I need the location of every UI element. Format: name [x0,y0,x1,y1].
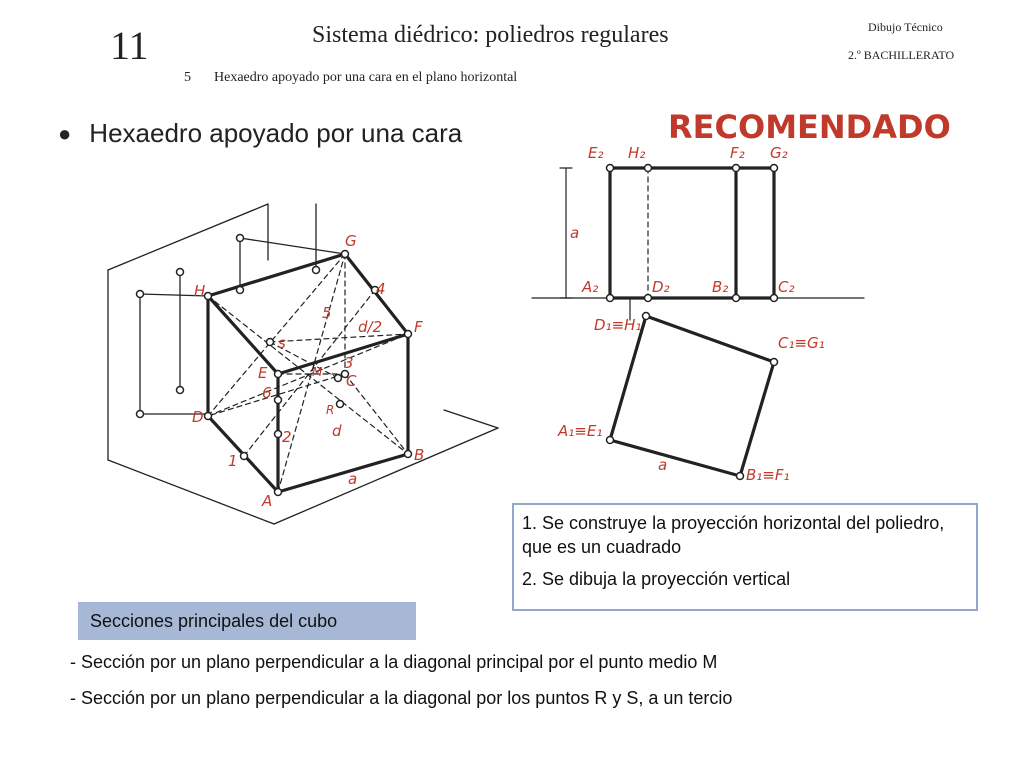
label-iso-d-half: d/2 [358,318,382,336]
label-iso-f: F [414,318,423,336]
plan-labels: D₁≡H₁ C₁≡G₁ A₁≡E₁ a B₁≡F₁ [557,316,825,484]
elevation-outline [608,166,776,300]
label-iso-e: E [258,364,268,382]
label-plan-a: a [658,456,667,474]
steps-box: 1. Se construye la proyección horizontal… [512,503,978,611]
label-b1-f1: B₁≡F₁ [746,466,790,484]
elevation-labels: E₂ H₂ F₂ G₂ a A₂ D₂ B₂ C₂ [570,144,795,296]
slide-title: Sistema diédrico: poliedros regulares [312,22,669,48]
label-d2: D₂ [652,278,670,296]
step-1: 1. Se construye la proyección horizontal… [522,513,945,557]
label-iso-d: D [192,408,204,426]
label-h2: H₂ [628,144,645,162]
label-iso-3: 3 [344,354,354,372]
iso-hidden-edges [207,253,409,493]
unit-number: 11 [110,23,149,68]
label-iso-a-edge: a [348,470,357,488]
label-iso-a: A [261,492,272,510]
label-iso-d-diag: d [332,422,342,440]
label-iso-s: s [278,334,286,352]
iso-labels: G H 4 5 d/2 F s 3 M E C 6 R D d 2 1 B a … [192,232,424,510]
label-iso-h: H [194,282,205,300]
label-a1-e1: A₁≡E₁ [557,422,602,440]
subject-label: Dibujo Técnico [868,20,943,34]
label-e2: E₂ [588,144,604,162]
plan-view [608,314,776,478]
recommended-badge: RECOMENDADO [668,108,951,146]
label-iso-5: 5 [322,304,332,322]
label-c2: C₂ [778,278,795,296]
label-iso-m: M [312,365,323,379]
label-elev-a: a [570,224,579,242]
label-iso-r: R [326,403,334,417]
bullet-dot-icon: ● [58,120,72,146]
label-iso-6: 6 [262,384,272,402]
sections-title-box: Secciones principales del cubo [78,602,416,640]
bullet-item: ● Hexaedro apoyado por una cara [58,118,462,149]
label-iso-g: G [345,232,357,250]
iso-cube-edges [206,252,410,494]
bullet-text: Hexaedro apoyado por una cara [89,118,463,148]
vertex-dots [135,163,779,497]
label-iso-1: 1 [228,452,238,470]
label-a2: A₂ [581,278,598,296]
step-2: 2. Se dibuja la proyección vertical [522,569,791,589]
label-iso-4: 4 [376,280,386,298]
label-iso-c: C [346,372,357,390]
label-iso-2: 2 [282,428,292,446]
label-d1-h1: D₁≡H₁ [594,316,641,334]
sections-title: Secciones principales del cubo [90,610,338,631]
section-note-1: - Sección por un plano perpendicular a l… [70,652,718,672]
iso-reference-planes [107,203,499,525]
label-c1-g1: C₁≡G₁ [778,334,825,352]
slide-subtitle: Hexaedro apoyado por una cara en el plan… [214,70,518,85]
section-note-2: - Sección por un plano perpendicular a l… [70,688,733,708]
lesson-number: 5 [184,70,191,85]
label-g2: G₂ [770,144,788,162]
label-iso-b: B [414,446,424,464]
label-f2: F₂ [730,144,745,162]
label-b2: B₂ [712,278,728,296]
course-label: 2.º BACHILLERATO [848,48,955,62]
